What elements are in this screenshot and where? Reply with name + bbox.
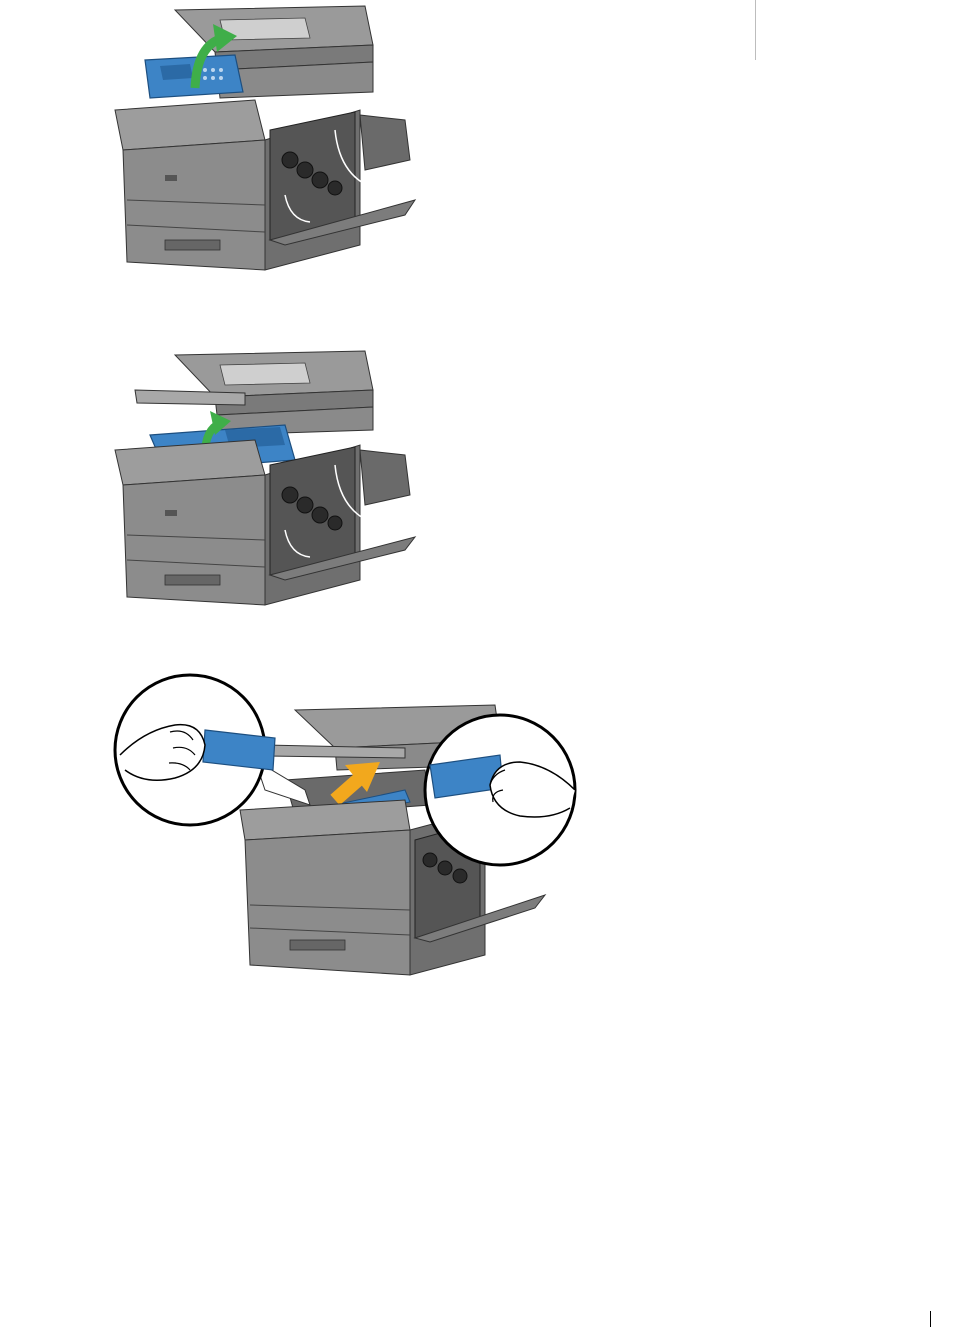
printer-lift-operator-panel-icon: [105, 0, 425, 290]
top-margin-rule: [755, 0, 756, 60]
printer-open-top-cover-icon: [105, 345, 425, 620]
page-footer-bar: [930, 1311, 931, 1327]
printer-remove-toner-cartridge-icon: [105, 670, 595, 990]
